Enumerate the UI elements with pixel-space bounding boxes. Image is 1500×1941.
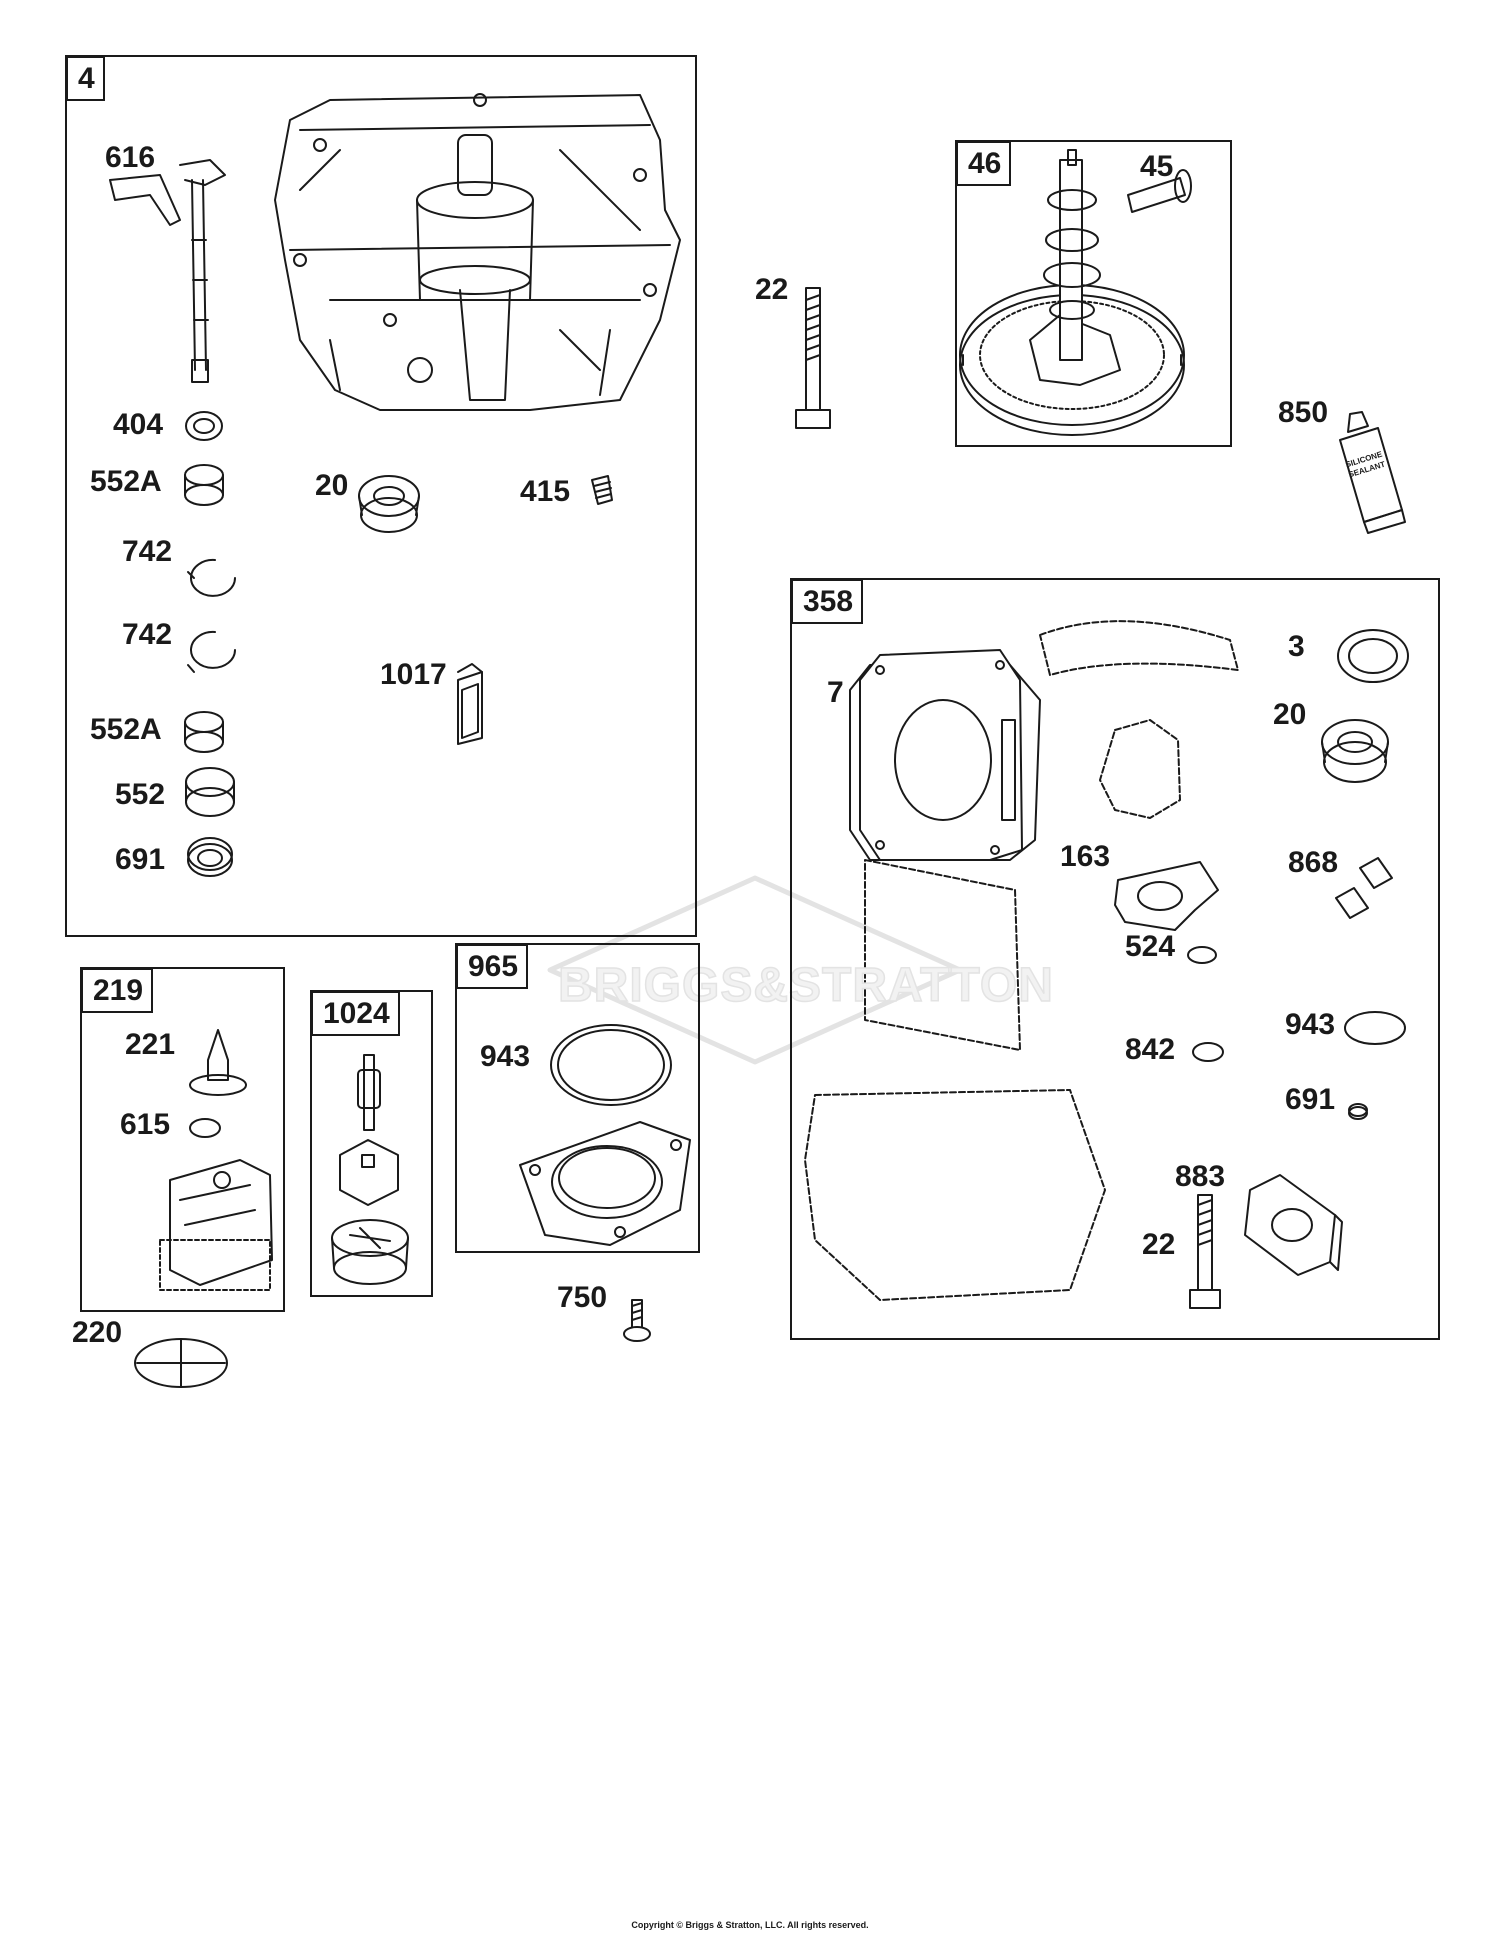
part-label-850: 850 bbox=[1278, 396, 1329, 429]
part-label-22-top: 22 bbox=[755, 273, 789, 306]
group-id-4: 4 bbox=[66, 56, 105, 101]
part-label-3: 3 bbox=[1288, 630, 1305, 663]
pump-rotor-outer bbox=[331, 1219, 409, 1285]
part-label-552a-bottom: 552A bbox=[90, 713, 162, 746]
group-box-46: 46 bbox=[955, 140, 1232, 447]
screw-22-right bbox=[1189, 1194, 1221, 1309]
part-label-883: 883 bbox=[1175, 1160, 1226, 1193]
pump-shaft-drawing bbox=[357, 1054, 381, 1131]
part-label-7: 7 bbox=[827, 676, 844, 709]
seal-20-right bbox=[1321, 719, 1389, 783]
bearing-691-right bbox=[1348, 1103, 1368, 1120]
screw-750 bbox=[623, 1299, 651, 1342]
part-label-691-left: 691 bbox=[115, 843, 166, 876]
part-label-524: 524 bbox=[1125, 930, 1176, 963]
group-box-4: 4 bbox=[65, 55, 697, 937]
group-id-219: 219 bbox=[81, 968, 154, 1013]
governor-cup-221 bbox=[189, 1029, 247, 1096]
group-id-46: 46 bbox=[956, 141, 1012, 186]
pump-rotor-inner bbox=[339, 1139, 399, 1206]
head-gasket-7 bbox=[859, 649, 1023, 861]
group-box-358: 358 bbox=[790, 578, 1440, 1340]
part-label-943-right: 943 bbox=[1285, 1008, 1336, 1041]
seal-20-left bbox=[358, 475, 420, 533]
part-label-22-right: 22 bbox=[1142, 1228, 1176, 1261]
part-label-842: 842 bbox=[1125, 1033, 1176, 1066]
part-label-742-b: 742 bbox=[122, 618, 173, 651]
seal-3 bbox=[1337, 629, 1409, 683]
oring-524 bbox=[1187, 946, 1217, 964]
oring-943-right bbox=[1344, 1011, 1406, 1045]
pump-cover-plate bbox=[519, 1121, 691, 1246]
washer-220 bbox=[134, 1338, 228, 1388]
pin-45 bbox=[1127, 169, 1192, 213]
part-label-742-a: 742 bbox=[122, 535, 173, 568]
bushing-552 bbox=[185, 767, 235, 817]
part-label-221: 221 bbox=[125, 1028, 176, 1061]
gasket-163 bbox=[1114, 861, 1219, 931]
governor-shaft-drawing bbox=[109, 159, 226, 383]
bushing-552a-top bbox=[184, 464, 224, 506]
eclip-742-a bbox=[187, 558, 236, 597]
group-id-358: 358 bbox=[791, 579, 864, 624]
part-label-415: 415 bbox=[520, 475, 571, 508]
screw-22-top bbox=[795, 287, 831, 429]
part-label-750: 750 bbox=[557, 1281, 608, 1314]
part-label-943-pump: 943 bbox=[480, 1040, 531, 1073]
part-label-45: 45 bbox=[1140, 150, 1174, 183]
part-label-615: 615 bbox=[120, 1108, 171, 1141]
part-label-20-left: 20 bbox=[315, 469, 349, 502]
part-label-868: 868 bbox=[1288, 846, 1339, 879]
washer-404 bbox=[185, 411, 223, 441]
group-box-965: 965 bbox=[455, 943, 700, 1253]
watermark-text: BRIGGS&STRATTON bbox=[557, 958, 1054, 1013]
oring-842 bbox=[1192, 1042, 1224, 1062]
part-label-163: 163 bbox=[1060, 840, 1111, 873]
group-box-1024: 1024 bbox=[310, 990, 433, 1297]
part-label-1017: 1017 bbox=[380, 658, 447, 691]
camshaft-drawing bbox=[959, 149, 1185, 436]
eclip-742-b bbox=[187, 630, 236, 673]
spacer-883 bbox=[1244, 1174, 1343, 1276]
part-label-220: 220 bbox=[72, 1316, 123, 1349]
watermark-logo bbox=[547, 875, 963, 1065]
part-label-616: 616 bbox=[105, 141, 156, 174]
oring-943-pump bbox=[550, 1024, 672, 1106]
dowel-868 bbox=[1335, 857, 1393, 919]
ring-615 bbox=[189, 1118, 221, 1138]
part-label-691-right: 691 bbox=[1285, 1083, 1336, 1116]
group-box-219: 219 bbox=[80, 967, 285, 1312]
group-id-965: 965 bbox=[456, 944, 529, 989]
retainer-1017 bbox=[457, 663, 483, 745]
sump-housing-drawing bbox=[274, 93, 681, 411]
gasket-set-drawing bbox=[804, 620, 1239, 1301]
part-label-404: 404 bbox=[113, 408, 164, 441]
plug-415 bbox=[591, 475, 613, 505]
part-label-20-right: 20 bbox=[1273, 698, 1307, 731]
bushing-552a-bottom bbox=[184, 711, 224, 753]
part-label-552: 552 bbox=[115, 778, 166, 811]
group-id-1024: 1024 bbox=[311, 991, 400, 1036]
bearing-691-left bbox=[187, 837, 233, 877]
governor-gear-drawing bbox=[159, 1159, 273, 1291]
part-label-552a-top: 552A bbox=[90, 465, 162, 498]
sealant-tube-850 bbox=[1339, 411, 1406, 534]
copyright-notice: Copyright © Briggs & Stratton, LLC. All … bbox=[631, 1920, 869, 1930]
